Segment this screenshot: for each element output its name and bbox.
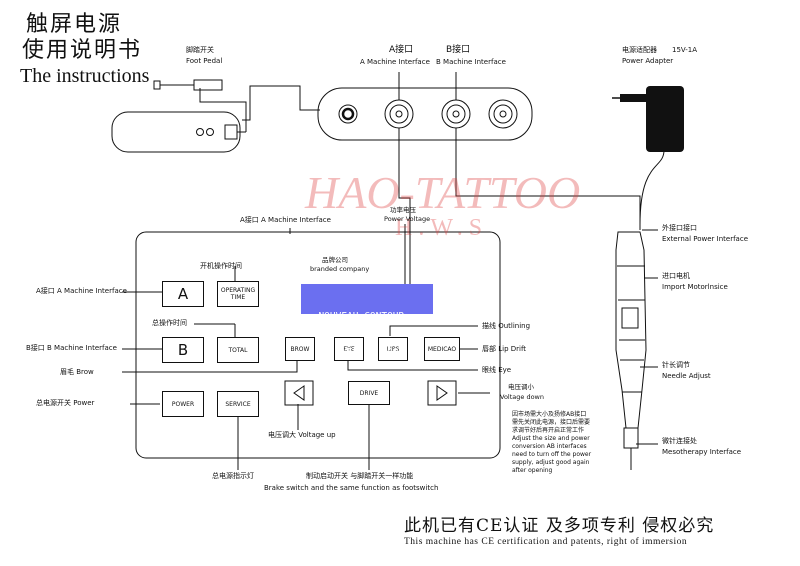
- power-voltage-label-cn: 功率电压: [390, 206, 416, 214]
- drive-button[interactable]: DRIVE: [348, 381, 390, 405]
- lcd-line-2: A EYES 100: [307, 347, 399, 358]
- eye-label: 眼线 Eye: [482, 366, 512, 374]
- lips-button[interactable]: LIPS: [378, 337, 408, 361]
- voltage-down-arrow-button: [427, 380, 457, 406]
- foot-pedal-label-cn: 脚踏开关: [186, 46, 214, 54]
- operating-time-button[interactable]: OPERATING TIME: [217, 281, 259, 307]
- foot-pedal-body: [111, 111, 241, 153]
- b-port-label-en: B Machine Interface: [436, 58, 506, 66]
- needle-adjust-label-en: Needle Adjust: [662, 372, 711, 380]
- power-adapter-label-en: Power Adapter: [622, 57, 674, 65]
- lcd-line-1: - NOUVEAU CONTOUR -: [307, 311, 416, 322]
- voltage-up-arrow-button: [284, 380, 314, 406]
- a-button[interactable]: A: [162, 281, 204, 307]
- title-en: The instructions: [20, 65, 150, 87]
- lip-drift-label: 唇部 Lip Drift: [482, 345, 527, 353]
- mesotherapy-label-en: Mesotherapy Interface: [662, 448, 742, 456]
- lcd-display: - NOUVEAU CONTOUR - A EYES 100: [301, 284, 433, 358]
- eye-button[interactable]: EYE: [334, 337, 364, 361]
- mesotherapy-label-cn: 微针连接处: [662, 437, 697, 445]
- total-time-label: 总操作时间: [152, 319, 187, 327]
- control-panel-outline: [135, 231, 501, 459]
- voltage-down-label-cn: 电压调小: [508, 383, 534, 391]
- power-indicator-label: 总电源指示灯: [212, 472, 254, 480]
- interface-box: [317, 87, 533, 141]
- service-button[interactable]: SERVICE: [217, 391, 259, 417]
- tattoo-pen-body: [615, 231, 647, 429]
- import-motor-label-en: Import Motorlnsice: [662, 283, 728, 291]
- power-left-label: 总电源开关 Power: [36, 399, 95, 407]
- a-port-label-en: A Machine Interface: [360, 58, 430, 66]
- a-interface-left-label: A接口 A Machine Interface: [36, 287, 127, 295]
- power-adapter-label-cn: 电源适配器: [622, 46, 657, 54]
- brake-switch-label-cn: 制动启动开关 与脚踏开关一样功能: [306, 472, 414, 480]
- b-port-label-cn: B接口: [446, 45, 471, 55]
- power-adapter-spec: 15V-1A: [672, 46, 698, 54]
- a-port-label-cn: A接口: [389, 45, 414, 55]
- voltage-up-label: 电压调大 Voltage up: [268, 431, 336, 439]
- brand-label-en: branded company: [310, 265, 370, 273]
- needle-adjust-label-cn: 针长调节: [662, 361, 690, 369]
- ext-power-label-en: External Power Interface: [662, 235, 748, 243]
- b-button[interactable]: B: [162, 337, 204, 363]
- title-cn-line2: 使用说明书: [22, 38, 143, 63]
- power-voltage-label-en: Power Voltage: [384, 215, 431, 223]
- operating-time-label: 开机操作时间: [200, 262, 242, 270]
- watermark: HAO-TATTOO H.W.S: [305, 167, 581, 241]
- a-interface-top-label: A接口 A Machine Interface: [240, 216, 331, 224]
- medicao-button[interactable]: MEDICAO: [424, 337, 460, 361]
- outlining-label: 描线 Outlining: [482, 322, 531, 330]
- adjustment-note: 因市场需大小及扬修AB接口 需先关闭此电源，接口后需要 求调节好后再开启正常工作…: [512, 411, 592, 474]
- b-interface-left-label: B接口 B Machine Interface: [26, 344, 117, 352]
- voltage-down-label-en: Voltage down: [500, 393, 544, 401]
- title-cn-line1: 触屏电源: [26, 12, 123, 37]
- brow-button[interactable]: BROW: [285, 337, 315, 361]
- ext-power-label-cn: 外接口接口: [662, 224, 697, 232]
- brand-label-cn: 品牌公司: [322, 256, 348, 264]
- total-button[interactable]: TOTAL: [217, 337, 259, 363]
- foot-pedal-label-en: Foot Pedal: [186, 57, 223, 65]
- footer-cn: 此机已有CE认证 及多项专利 侵权必究: [404, 516, 715, 536]
- brake-switch-label-en: Brake switch and the same function as fo…: [264, 484, 439, 492]
- footer-en: This machine has CE certification and pa…: [404, 537, 688, 547]
- import-motor-label-cn: 进口电机: [662, 272, 690, 280]
- power-adapter: [612, 86, 684, 152]
- brow-left-label: 眉毛 Brow: [60, 368, 94, 376]
- power-button[interactable]: POWER: [162, 391, 204, 417]
